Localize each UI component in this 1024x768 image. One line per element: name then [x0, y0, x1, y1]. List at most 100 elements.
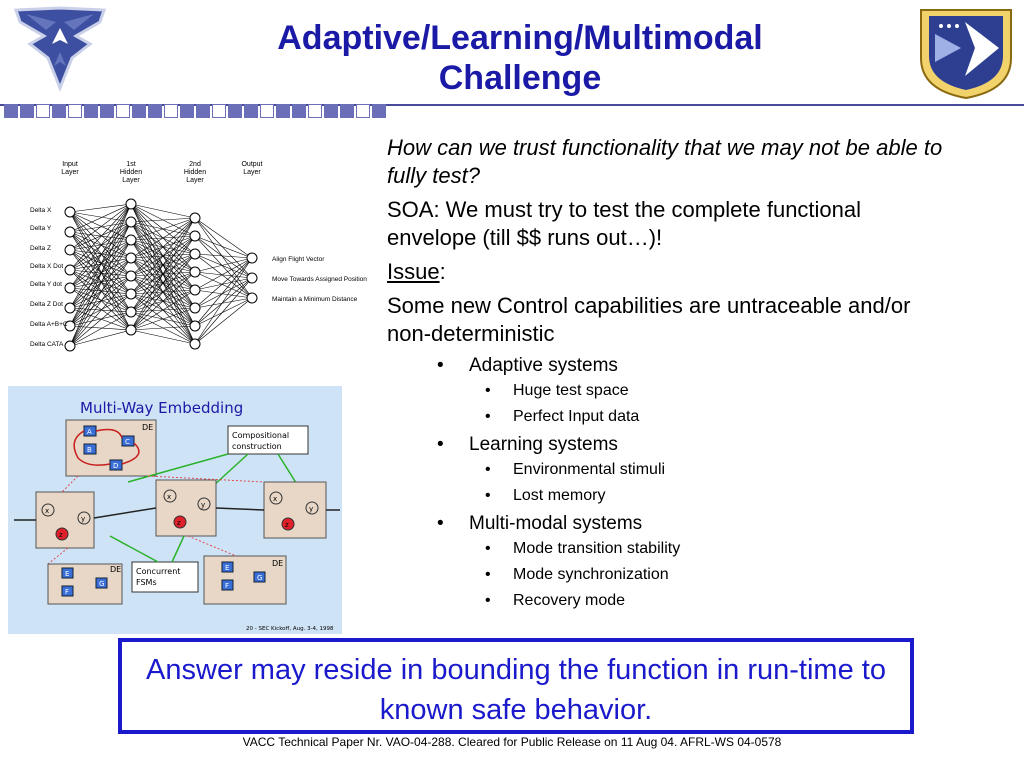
input-label: Delta Y dot	[30, 281, 62, 288]
header-divider	[0, 104, 1024, 106]
svg-text:y: y	[309, 505, 313, 513]
compositional-box	[227, 425, 309, 455]
footer-text: VACC Technical Paper Nr. VAO-04-288. Cle…	[242, 735, 782, 749]
network-node	[189, 266, 201, 278]
bullet-adaptive-systems: Adaptive systems	[469, 355, 618, 376]
list-item: Recovery mode	[483, 591, 987, 611]
list-item: Environmental stimuli	[483, 460, 987, 480]
title-line-1: Adaptive/Learning/Multimodal	[277, 19, 763, 57]
compositional-label: Compositional	[232, 431, 289, 440]
network-node	[189, 320, 201, 332]
network-node	[125, 288, 137, 300]
embedding-caption: 20 - SEC Kickoff, Aug. 3-4, 1998	[246, 626, 334, 632]
network-node	[125, 252, 137, 264]
network-node	[64, 244, 76, 256]
concurrent-box	[131, 561, 199, 593]
svg-text:x: x	[167, 493, 171, 501]
network-node	[189, 212, 201, 224]
issue-label: Issue	[387, 259, 440, 284]
answer-callout: Answer may reside in bounding the functi…	[118, 638, 914, 734]
fsm-box-right: x y z	[263, 481, 327, 539]
network-node	[246, 292, 258, 304]
list-item: Lost memory	[483, 486, 987, 506]
air-force-wings-logo	[13, 6, 107, 93]
network-node	[64, 320, 76, 332]
network-node	[125, 234, 137, 246]
input-label: Delta X Dot	[30, 263, 63, 270]
list-item: Adaptive systems Huge test space Perfect…	[437, 354, 987, 427]
list-item: Multi-modal systems Mode transition stab…	[437, 512, 987, 611]
multi-way-embedding-figure: Multi-Way Embedding DE A B C D Compositi…	[8, 386, 342, 634]
fsm-box-left: x y z	[35, 491, 95, 549]
svg-text:x: x	[45, 507, 49, 515]
network-node	[64, 206, 76, 218]
embedding-title: Multi-Way Embedding	[80, 399, 243, 417]
state-a: A	[87, 428, 92, 436]
compositional-label-2: construction	[232, 442, 282, 451]
input-label: Delta CATA	[30, 341, 64, 348]
svg-text:y: y	[201, 501, 205, 509]
state-b: B	[87, 446, 92, 454]
state-g-right: G	[257, 574, 262, 582]
network-node	[125, 306, 137, 318]
network-node	[189, 248, 201, 260]
list-item: Huge test space	[483, 381, 987, 401]
state-d: D	[113, 462, 118, 470]
bottom-de-label-right: DE	[272, 559, 283, 568]
state-g-left: G	[99, 580, 104, 588]
network-node	[125, 270, 137, 282]
network-node	[189, 338, 201, 350]
state-f-right: F	[225, 582, 229, 590]
network-nodes	[64, 198, 258, 352]
network-node	[246, 272, 258, 284]
list-item: Perfect Input data	[483, 407, 987, 427]
list-item: Mode synchronization	[483, 565, 987, 585]
sub-list: Environmental stimuli Lost memory	[469, 460, 987, 506]
sub-list: Mode transition stability Mode synchroni…	[469, 539, 987, 611]
network-node	[64, 226, 76, 238]
network-node	[125, 324, 137, 336]
input-label: Delta A+B+C	[30, 321, 68, 328]
fsm-box-middle: x y z	[155, 479, 217, 537]
afrl-seal-logo	[920, 9, 1012, 100]
input-label: Delta Y	[30, 225, 52, 232]
sub-list: Huge test space Perfect Input data	[469, 381, 987, 427]
svg-text:z: z	[285, 521, 289, 529]
network-node	[189, 230, 201, 242]
svg-text:z: z	[177, 519, 181, 527]
output-label: Maintain a Minimum Distance	[272, 296, 358, 303]
title-line-2: Challenge	[438, 59, 602, 97]
header-decoration-squares	[0, 104, 400, 120]
state-e-right: E	[225, 564, 229, 572]
bottom-de-label-left: DE	[110, 565, 121, 574]
svg-text:y: y	[81, 515, 85, 523]
output-label: Align Flight Vector	[272, 256, 325, 263]
concurrent-label-2: FSMs	[136, 578, 157, 587]
network-node	[64, 282, 76, 294]
state-c: C	[125, 438, 130, 446]
network-node	[64, 264, 76, 276]
network-node	[125, 216, 137, 228]
top-de-label: DE	[142, 423, 153, 432]
bottom-de-box-right	[203, 555, 287, 605]
state-e-left: E	[65, 570, 69, 578]
network-node	[64, 340, 76, 352]
bullet-learning-systems: Learning systems	[469, 434, 618, 455]
bullet-multi-modal-systems: Multi-modal systems	[469, 513, 643, 534]
input-label: Delta Z	[30, 245, 51, 252]
network-node	[189, 284, 201, 296]
input-label: Delta Z Dot	[30, 301, 63, 308]
issue-heading: Issue:	[387, 258, 927, 286]
svg-text:x: x	[273, 495, 277, 503]
soa-text: SOA: We must try to test the complete fu…	[387, 197, 862, 250]
input-label: Delta X	[30, 207, 52, 214]
challenge-list: Adaptive systems Huge test space Perfect…	[387, 354, 987, 611]
